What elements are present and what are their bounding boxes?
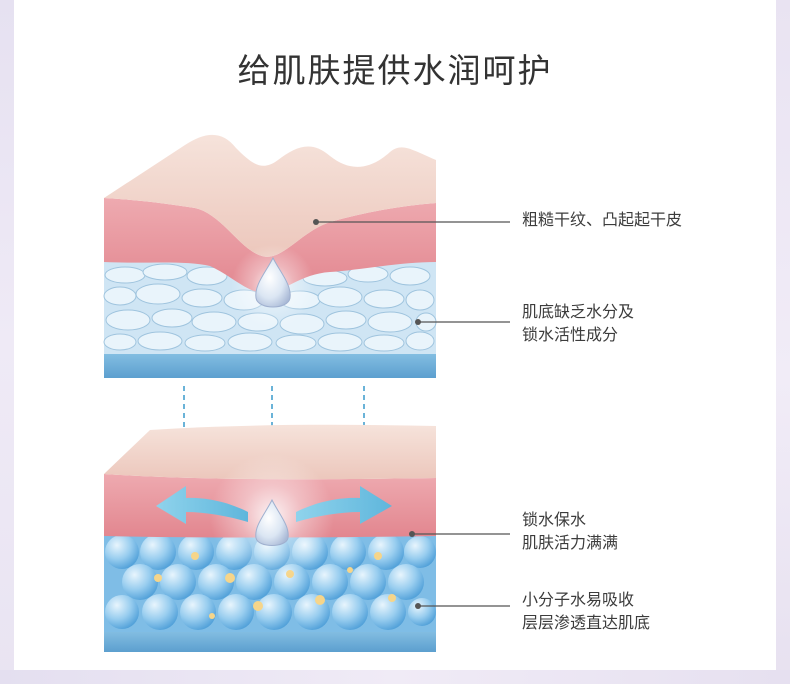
callout-line: 小分子水易吸收 [522, 590, 635, 609]
page-frame-left [0, 0, 14, 684]
top-base-layer [104, 352, 436, 378]
dry-skin-block [103, 134, 437, 378]
callout-line: 肌底缺乏水分及 [522, 302, 635, 321]
page-frame-bottom [0, 670, 790, 684]
callout-line: 锁水活性成分 [522, 325, 619, 344]
right-spread-arrow-icon [296, 486, 392, 524]
top-skin-surface [104, 134, 436, 257]
callout-small-molecule: 小分子水易吸收 层层渗透直达肌底 [522, 588, 650, 634]
sparkle-icons [154, 552, 396, 619]
page-title: 给肌肤提供水润呵护 [237, 51, 553, 90]
callout-line: 锁水保水 [522, 510, 587, 529]
callout-line: 粗糙干纹、凸起起干皮 [522, 210, 683, 229]
callout-rough-skin: 粗糙干纹、凸起起干皮 [522, 208, 682, 231]
left-spread-arrow-icon [156, 486, 248, 524]
bottom-base-layer [104, 630, 436, 652]
callout-line: 层层渗透直达肌底 [522, 613, 651, 632]
bottom-cells [105, 534, 436, 630]
callout-line: 肌肤活力满满 [522, 533, 619, 552]
bottom-skin-surface [104, 424, 436, 480]
bottom-callout-lines [409, 531, 510, 609]
hydrated-skin-block [104, 424, 436, 652]
water-drop-icon [255, 256, 291, 308]
page-frame-right [776, 0, 790, 684]
water-drop-icon [255, 498, 289, 546]
callout-lock-moisture: 锁水保水 肌肤活力满满 [522, 508, 618, 554]
callout-lacking-moisture: 肌底缺乏水分及 锁水活性成分 [522, 300, 634, 346]
top-callout-lines [313, 219, 510, 325]
